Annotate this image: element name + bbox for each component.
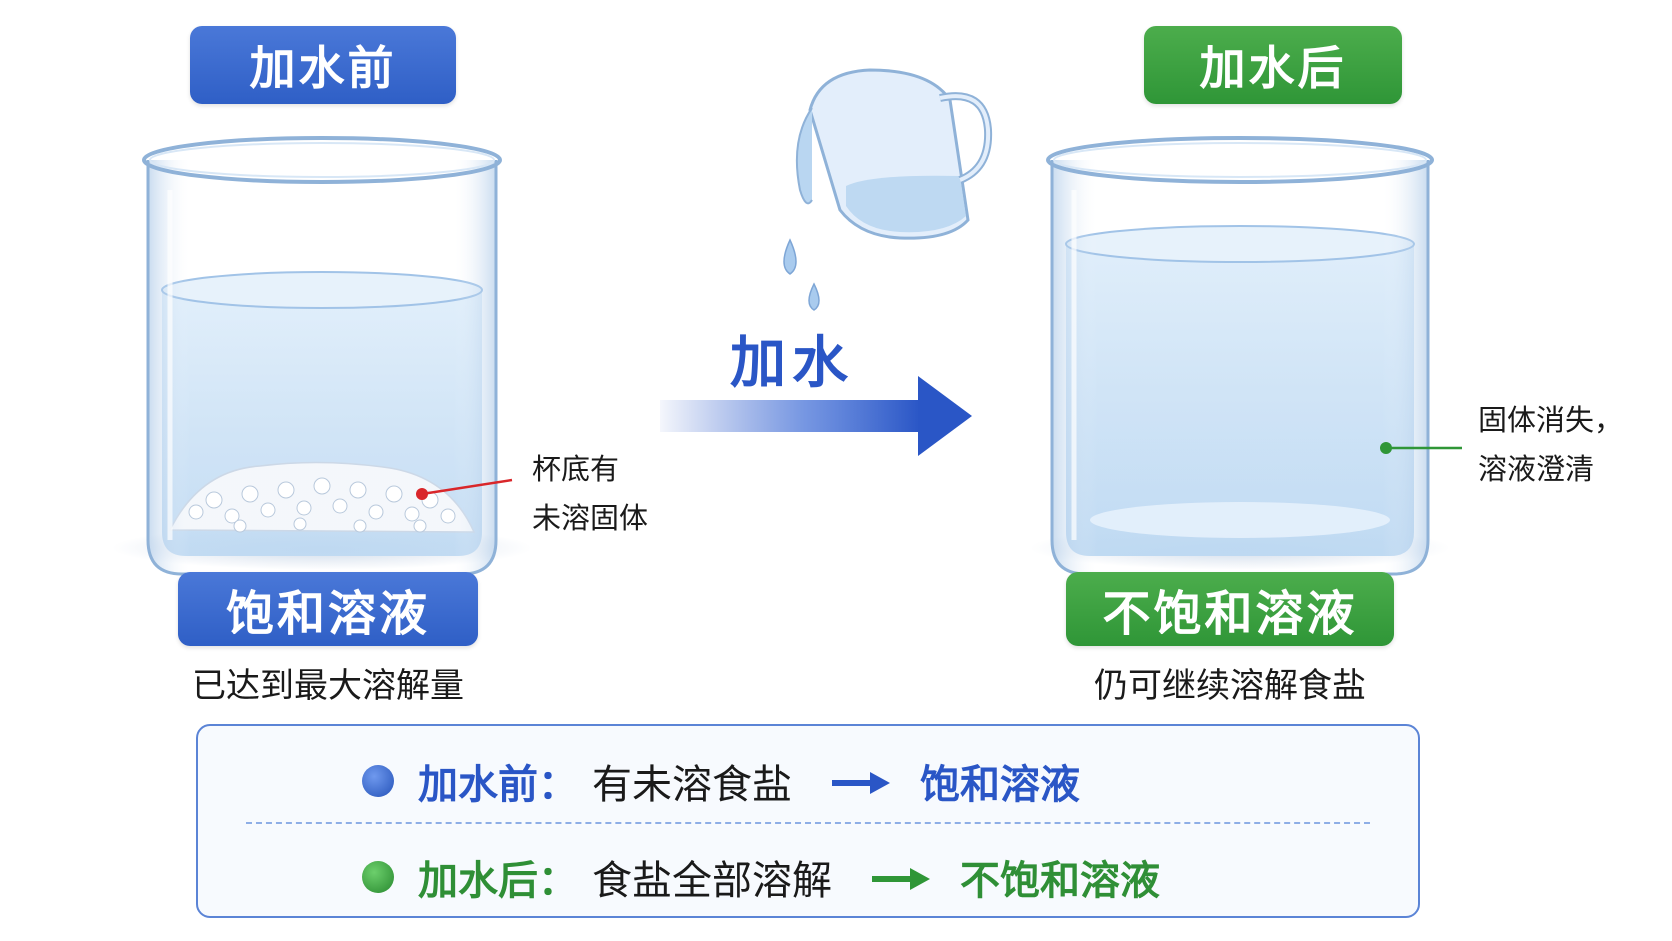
callout-dot <box>1380 442 1392 454</box>
before-title-badge: 加水前 <box>190 26 456 104</box>
after-description: 仍可继续溶解食盐 <box>1094 666 1366 706</box>
right-arrow-icon <box>872 854 930 900</box>
summary-divider <box>246 822 1370 824</box>
summary-result: 不饱和溶液 <box>960 858 1160 904</box>
summary-label: 加水前： <box>418 762 578 808</box>
summary-result: 饱和溶液 <box>920 762 1080 808</box>
after-state-badge: 不饱和溶液 <box>1066 572 1394 646</box>
right-arrow-icon <box>832 758 890 804</box>
glass-wall <box>146 160 498 576</box>
water-pitcher-icon <box>795 68 993 240</box>
bullet-dot-icon <box>362 861 394 893</box>
summary-box: 加水前： 有未溶食盐 饱和溶液 加水后： 食盐全部溶解 不饱和溶液 <box>196 724 1420 918</box>
note-before: 杯底有 未溶固体 <box>532 445 648 543</box>
summary-label: 加水后： <box>418 858 578 904</box>
note-line: 固体消失， <box>1478 403 1624 437</box>
bullet-dot-icon <box>362 765 394 797</box>
beaker-after <box>1030 136 1450 576</box>
water-drop-icon <box>808 282 820 311</box>
note-line: 溶液澄清 <box>1478 452 1595 486</box>
note-line: 杯底有 <box>532 452 620 486</box>
summary-text: 有未溶食盐 <box>592 762 792 808</box>
callout-after <box>1380 442 1462 454</box>
summary-text: 食盐全部溶解 <box>592 858 832 904</box>
summary-row-before: 加水前： 有未溶食盐 饱和溶液 <box>198 746 1418 816</box>
beaker-before <box>112 136 532 576</box>
process-arrow <box>660 376 972 456</box>
glass-rim <box>1046 136 1434 184</box>
callout-before <box>416 478 513 500</box>
before-description: 已达到最大溶解量 <box>192 666 464 706</box>
glass-wall <box>1050 160 1430 576</box>
callout-dot <box>416 488 428 500</box>
glass-rim <box>142 136 502 184</box>
note-line: 未溶固体 <box>532 501 649 535</box>
note-after: 固体消失， 溶液澄清 <box>1478 396 1623 494</box>
after-title-badge: 加水后 <box>1144 26 1402 104</box>
process-label: 加水 <box>730 331 854 396</box>
summary-row-after: 加水后： 食盐全部溶解 不饱和溶液 <box>198 842 1418 912</box>
before-state-badge: 饱和溶液 <box>178 572 478 646</box>
water-drop-icon <box>783 238 797 275</box>
